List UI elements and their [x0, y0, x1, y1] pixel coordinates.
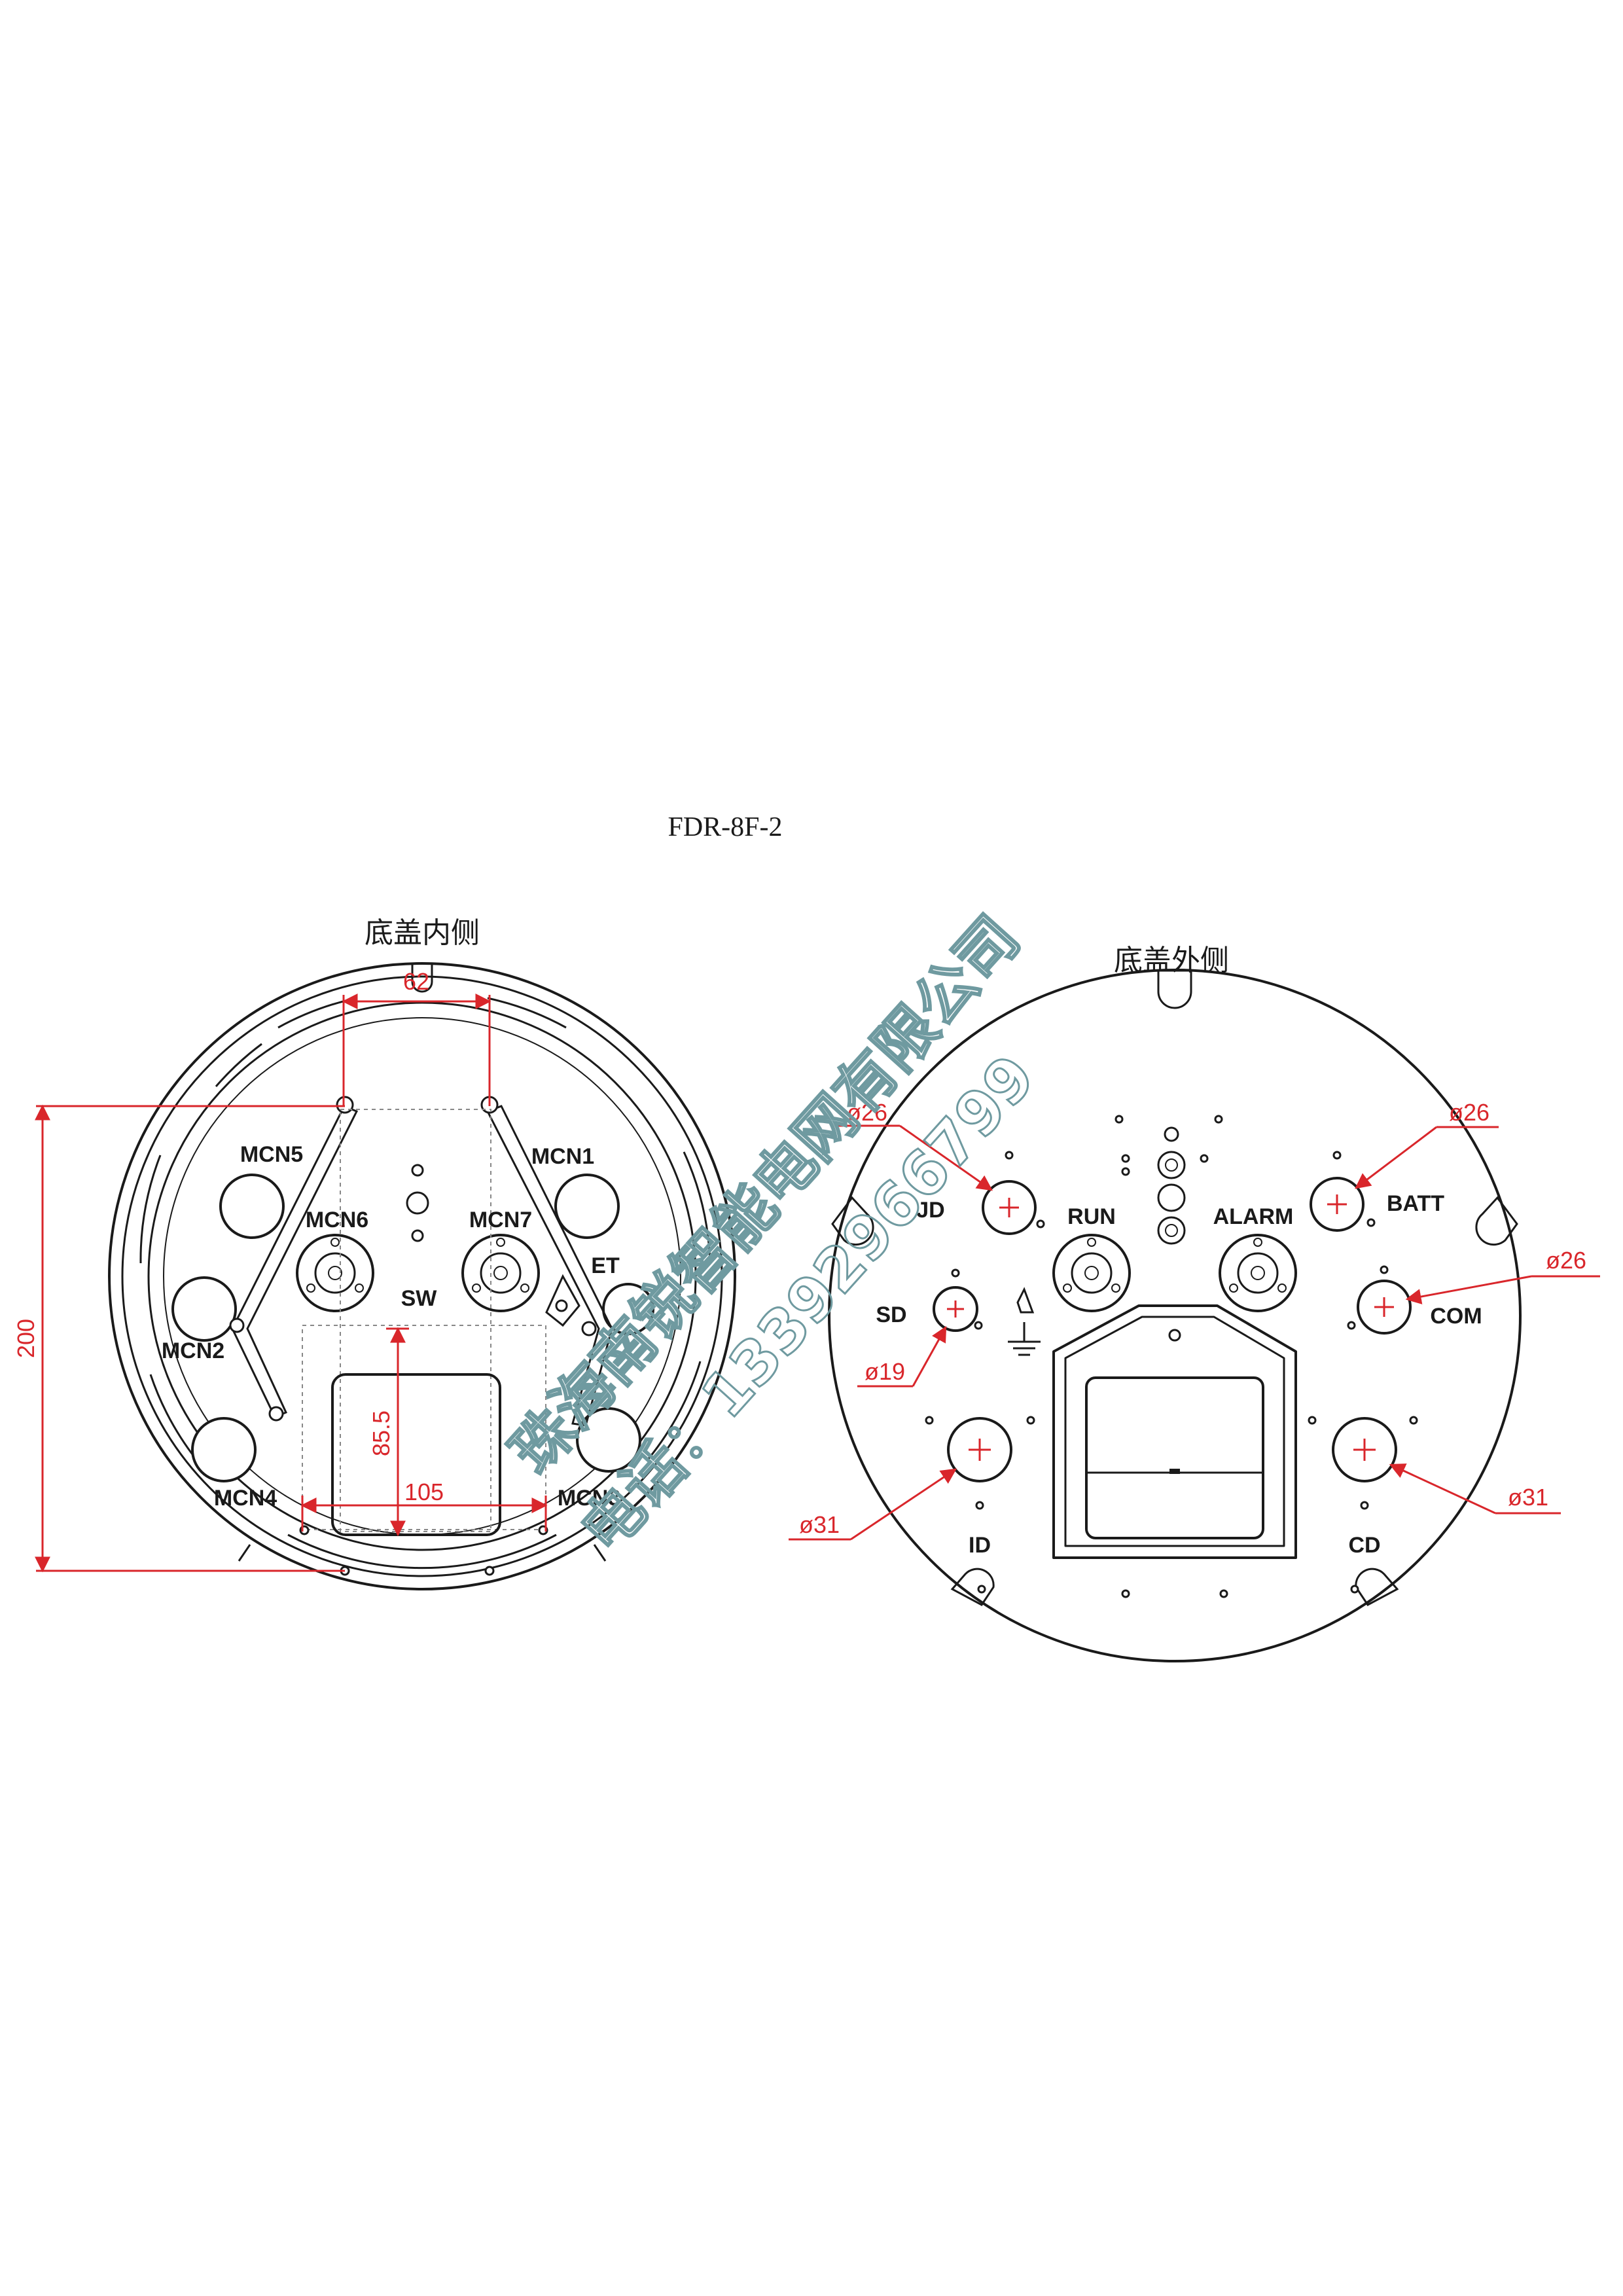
leader-com [1405, 1275, 1600, 1304]
id-hole [947, 1417, 1012, 1482]
diameter-jd: ø26 [847, 1099, 887, 1126]
dimension-width-top-text: 62 [403, 968, 429, 995]
diameter-com: ø26 [1546, 1247, 1586, 1274]
alarm-connector [1219, 1234, 1297, 1312]
mcn1-hole [554, 1174, 620, 1239]
inner-view-title: 底盖内侧 [365, 916, 480, 950]
label-mcn5: MCN5 [240, 1142, 303, 1167]
outer-view: 底盖外侧 [789, 944, 1600, 1662]
et-hole [602, 1283, 654, 1335]
jd-hole [982, 1180, 1037, 1235]
label-mcn2: MCN2 [162, 1338, 224, 1363]
sw-hole-top [411, 1164, 424, 1177]
outer-window [1052, 1304, 1297, 1559]
leader-sd [857, 1325, 947, 1388]
inner-rim [108, 962, 736, 1590]
mcn3-hole [576, 1407, 641, 1473]
label-sd: SD [876, 1302, 906, 1327]
leader-id [789, 1468, 957, 1541]
label-alarm: ALARM [1213, 1204, 1294, 1229]
diameter-id: ø31 [799, 1511, 840, 1538]
label-sw: SW [401, 1286, 438, 1311]
drawing-title: FDR-8F-2 [668, 812, 782, 842]
dimension-window-width [300, 1496, 548, 1532]
com-hole [1357, 1280, 1412, 1335]
inner-view: 底盖内侧 [12, 916, 736, 1590]
mounting-arms [229, 1096, 613, 1427]
indicator-stack [1157, 1126, 1186, 1245]
label-id: ID [969, 1533, 991, 1558]
sd-hole [933, 1286, 978, 1332]
mcn6-connector [296, 1234, 374, 1312]
diameter-sd: ø19 [865, 1358, 905, 1385]
mcn7-connector [461, 1234, 540, 1312]
label-jd: JD [916, 1198, 944, 1223]
inner-window [299, 1109, 548, 1576]
leader-jd [838, 1124, 993, 1191]
leader-batt [1355, 1126, 1499, 1189]
batt-hole [1310, 1177, 1364, 1232]
diameter-cd: ø31 [1508, 1484, 1548, 1511]
label-batt: BATT [1387, 1191, 1444, 1216]
dimension-height-left-text: 200 [12, 1319, 39, 1358]
label-mcn6: MCN6 [306, 1208, 368, 1232]
label-com: COM [1430, 1304, 1482, 1329]
mcn5-hole [219, 1174, 285, 1239]
diameter-batt: ø26 [1449, 1099, 1489, 1126]
leader-cd [1389, 1463, 1561, 1515]
dimension-width-top [342, 994, 491, 1106]
label-mcn4: MCN4 [214, 1486, 277, 1511]
label-et: ET [591, 1253, 620, 1278]
label-mcn1: MCN1 [531, 1144, 594, 1169]
sw-hole-mid [406, 1191, 429, 1215]
run-connector [1052, 1234, 1131, 1312]
cd-hole [1332, 1417, 1397, 1482]
mcn4-hole [191, 1417, 257, 1482]
dimension-height-left [35, 1104, 345, 1573]
sw-hole-bottom [411, 1229, 424, 1242]
key-mark [1016, 1287, 1035, 1314]
label-mcn3: MCN3 [558, 1486, 620, 1511]
label-mcn7: MCN7 [469, 1208, 532, 1232]
dimension-window-height-text: 85.5 [368, 1410, 395, 1456]
dimension-window-width-text: 105 [404, 1479, 444, 1505]
label-cd: CD [1348, 1533, 1380, 1558]
mcn2-hole [171, 1276, 237, 1342]
label-run: RUN [1067, 1204, 1116, 1229]
outer-disc [828, 969, 1522, 1662]
ground-icon [1008, 1322, 1041, 1356]
